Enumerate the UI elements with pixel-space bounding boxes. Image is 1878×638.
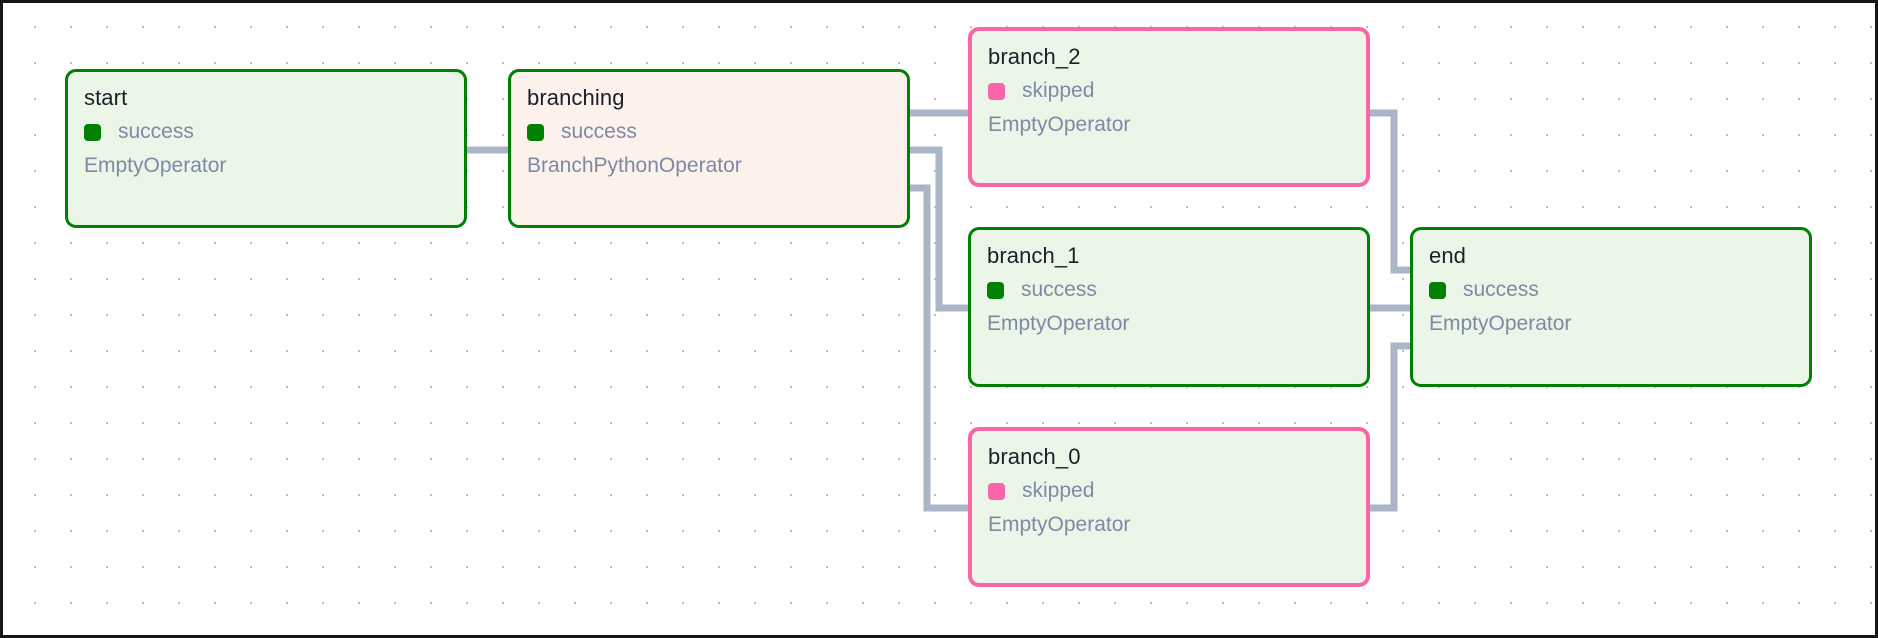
task-node-operator: EmptyOperator: [987, 312, 1130, 335]
task-node-title: start: [84, 85, 128, 110]
task-node-status: success: [527, 120, 891, 144]
task-node-branch_2[interactable]: branch_2 skipped EmptyOperator: [968, 27, 1370, 187]
task-node-title: branch_1: [987, 243, 1080, 268]
task-node-status-label: skipped: [1022, 79, 1095, 102]
status-swatch-icon: [84, 123, 101, 141]
task-node-branch_0[interactable]: branch_0 skipped EmptyOperator: [968, 427, 1370, 587]
task-node-branch_1[interactable]: branch_1 success EmptyOperator: [968, 227, 1370, 387]
task-node-status: success: [987, 278, 1351, 302]
task-node-status-label: skipped: [1022, 479, 1095, 502]
task-node-title: branch_2: [988, 44, 1081, 69]
task-node-operator: EmptyOperator: [988, 513, 1131, 536]
status-swatch-icon: [987, 281, 1004, 299]
status-swatch-icon: [527, 123, 544, 141]
task-node-operator: BranchPythonOperator: [527, 154, 742, 177]
task-node-status: success: [84, 120, 448, 144]
task-node-status: skipped: [988, 79, 1350, 103]
task-node-operator: EmptyOperator: [988, 113, 1131, 136]
status-swatch-icon: [1429, 281, 1446, 299]
task-node-title: branching: [527, 85, 625, 110]
task-node-status: skipped: [988, 479, 1350, 503]
task-node-title: branch_0: [988, 444, 1081, 469]
task-node-status: success: [1429, 278, 1793, 302]
task-node-end[interactable]: end success EmptyOperator: [1410, 227, 1812, 387]
task-node-start[interactable]: start success EmptyOperator: [65, 69, 467, 228]
status-swatch-icon: [988, 482, 1005, 500]
task-node-title: end: [1429, 243, 1467, 268]
task-node-status-label: success: [118, 120, 194, 143]
task-node-operator: EmptyOperator: [1429, 312, 1572, 335]
status-swatch-icon: [988, 82, 1005, 100]
task-node-branching[interactable]: branching success BranchPythonOperator: [508, 69, 910, 228]
task-node-status-label: success: [1021, 278, 1097, 301]
task-node-operator: EmptyOperator: [84, 154, 227, 177]
task-node-status-label: success: [1463, 278, 1539, 301]
task-node-status-label: success: [561, 120, 637, 143]
